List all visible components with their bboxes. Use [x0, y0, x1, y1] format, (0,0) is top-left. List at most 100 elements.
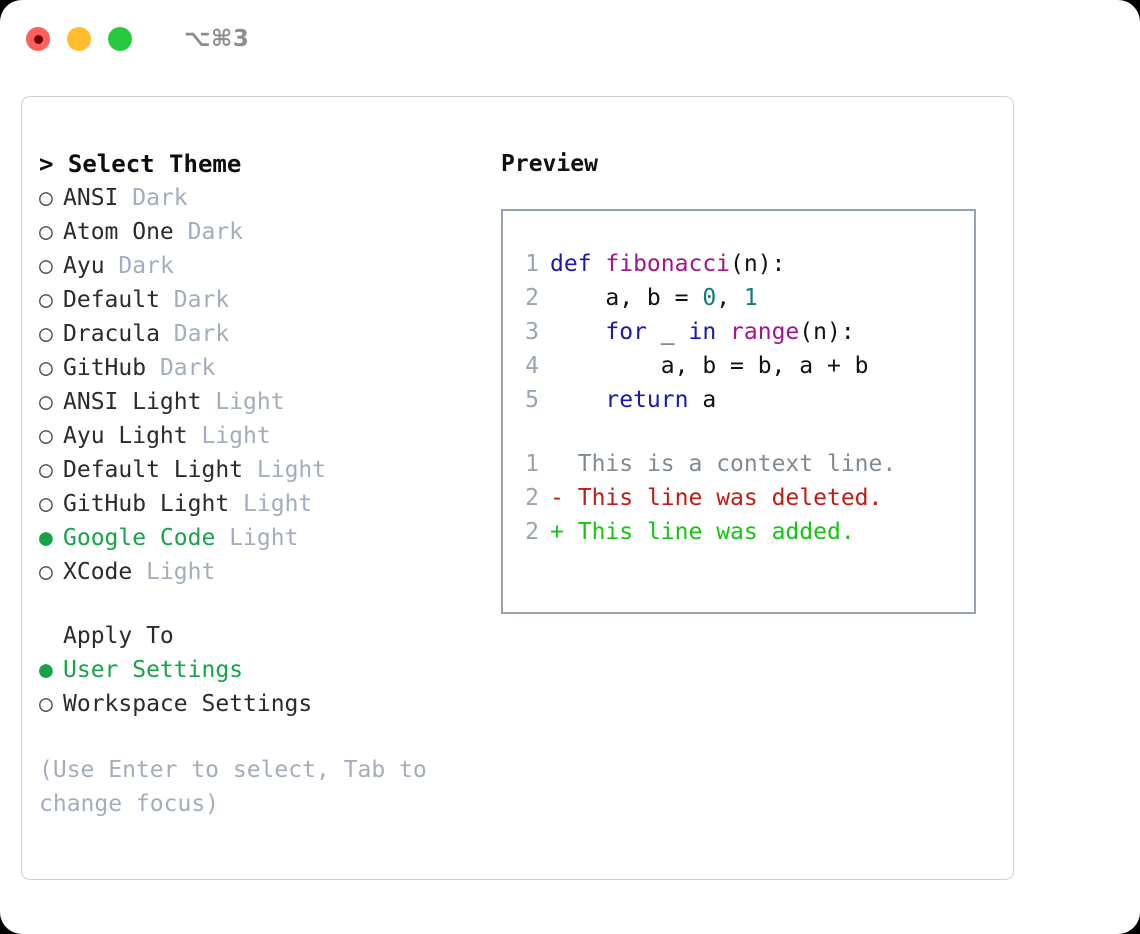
theme-option[interactable]: ○ GitHub Light Light	[39, 487, 499, 521]
theme-option-label: Atom One	[63, 219, 174, 245]
spacer	[229, 491, 243, 517]
theme-option-tag: Light	[243, 491, 313, 517]
radio-unselected-icon: ○	[39, 287, 53, 313]
theme-option-label: ANSI	[63, 185, 119, 211]
theme-option[interactable]: ○Ayu Dark	[39, 249, 499, 283]
theme-option-tag: Light	[256, 457, 327, 483]
theme-option-tag: Dark	[132, 185, 188, 211]
diff-marker: -	[550, 485, 564, 511]
radio-unselected-icon: ○	[39, 423, 53, 449]
diff-line-ctx: 1 This is a context line.	[503, 447, 974, 481]
spacer	[201, 389, 215, 415]
maximize-button[interactable]	[108, 27, 132, 51]
code-token-plain	[550, 387, 605, 413]
apply-to-option-label: User Settings	[63, 657, 244, 683]
code-line: 2 a, b = 0, 1	[503, 281, 974, 315]
diff-line-del: 2- This line was deleted.	[503, 481, 974, 515]
code-token-plain: a, b = b, a + b	[550, 353, 869, 379]
two-column-layout: > Select Theme ○ANSI Dark○Atom One Dark○…	[22, 97, 1013, 879]
theme-picker-column: > Select Theme ○ANSI Dark○Atom One Dark○…	[39, 147, 499, 821]
theme-option[interactable]: ○Dracula Dark	[39, 317, 499, 351]
theme-option-label: GitHub	[63, 355, 147, 381]
theme-option-label: XCode	[63, 559, 133, 585]
spacer	[174, 219, 188, 245]
traffic-lights	[26, 27, 132, 51]
line-number: 2	[525, 519, 539, 545]
theme-option[interactable]: ●Google Code Light	[39, 521, 499, 555]
code-token-kw: def	[550, 251, 606, 277]
diff-line-content: This is a context line.	[550, 451, 897, 477]
radio-unselected-icon: ○	[39, 691, 53, 717]
select-theme-header: > Select Theme	[39, 150, 242, 178]
theme-option[interactable]: ○GitHub Dark	[39, 351, 499, 385]
radio-unselected-icon: ○	[39, 389, 53, 415]
radio-unselected-icon: ○	[39, 321, 53, 347]
minimize-button[interactable]	[67, 27, 91, 51]
radio-unselected-icon: ○	[39, 219, 53, 245]
theme-option-tag: Light	[201, 423, 271, 449]
code-line: 5 return a	[503, 383, 974, 417]
line-number: 3	[525, 319, 539, 345]
theme-option-tag: Dark	[173, 287, 230, 313]
theme-option-tag: Light	[146, 559, 216, 585]
radio-selected-icon: ●	[39, 525, 53, 551]
theme-option[interactable]: ○ Default Light Light	[39, 453, 499, 487]
spacer	[146, 355, 160, 381]
spacer	[160, 287, 174, 313]
theme-list[interactable]: ○ANSI Dark○Atom One Dark○Ayu Dark○Defaul…	[39, 181, 499, 589]
spacer	[188, 423, 202, 449]
apply-to-option[interactable]: ● User Settings	[39, 653, 499, 687]
code-token-fn: fibonacci	[605, 251, 731, 277]
theme-option[interactable]: ○ANSI Light Light	[39, 385, 499, 419]
theme-option-label: Default	[63, 287, 160, 313]
code-token-punc: (n):	[799, 319, 855, 345]
apply-to-list[interactable]: ● User Settings ○Workspace Settings	[39, 653, 499, 721]
line-number: 1	[525, 451, 539, 477]
spacer	[118, 185, 132, 211]
diff-text: This is a context line.	[577, 451, 897, 477]
theme-option-tag: Light	[229, 525, 299, 551]
diff-text: This line was added.	[577, 519, 855, 545]
spacer	[215, 525, 229, 551]
code-token-plain: _	[646, 319, 689, 345]
theme-option[interactable]: ○ ANSI Dark	[39, 181, 499, 215]
code-token-plain: a	[688, 387, 717, 413]
theme-option-label: Ayu	[63, 253, 105, 279]
theme-option-label: GitHub Light	[63, 491, 230, 517]
theme-option[interactable]: ○XCode Light	[39, 555, 499, 589]
theme-option[interactable]: ○ Default Dark	[39, 283, 499, 317]
theme-option-tag: Dark	[118, 253, 174, 279]
code-token-num: 0	[702, 285, 717, 311]
preview-title: Preview	[501, 151, 598, 177]
window-titlebar: ⌥⌘3	[0, 0, 1140, 78]
diff-marker	[550, 451, 564, 477]
shortcut-label: ⌥⌘3	[184, 26, 250, 52]
close-button[interactable]	[26, 27, 50, 51]
radio-unselected-icon: ○	[39, 457, 53, 483]
theme-option[interactable]: ○Ayu Light Light	[39, 419, 499, 453]
theme-option-tag: Dark	[159, 355, 216, 381]
radio-unselected-icon: ○	[39, 185, 53, 211]
code-token-plain: ,	[716, 285, 744, 311]
line-number: 5	[525, 387, 539, 413]
radio-unselected-icon: ○	[39, 491, 53, 517]
apply-to-title: Apply To	[63, 623, 174, 649]
theme-option-label: ANSI Light	[63, 389, 202, 415]
diff-text: This line was deleted.	[577, 485, 883, 511]
diff-sample: 1 This is a context line.2- This line wa…	[503, 447, 974, 549]
diff-line-content: + This line was added.	[550, 519, 855, 545]
apply-to-option[interactable]: ○Workspace Settings	[39, 687, 499, 721]
code-diff-spacer	[503, 417, 974, 447]
line-number: 2	[525, 485, 539, 511]
radio-selected-icon: ●	[39, 657, 53, 683]
line-number: 4	[525, 353, 539, 379]
code-token-kw: for	[605, 319, 647, 345]
theme-option[interactable]: ○ Atom One Dark	[39, 215, 499, 249]
code-token-plain	[550, 319, 605, 345]
theme-option-label: Default Light	[63, 457, 244, 483]
code-token-punc: (n):	[730, 251, 786, 277]
diff-marker: +	[550, 519, 564, 545]
theme-option-tag: Dark	[187, 219, 244, 245]
